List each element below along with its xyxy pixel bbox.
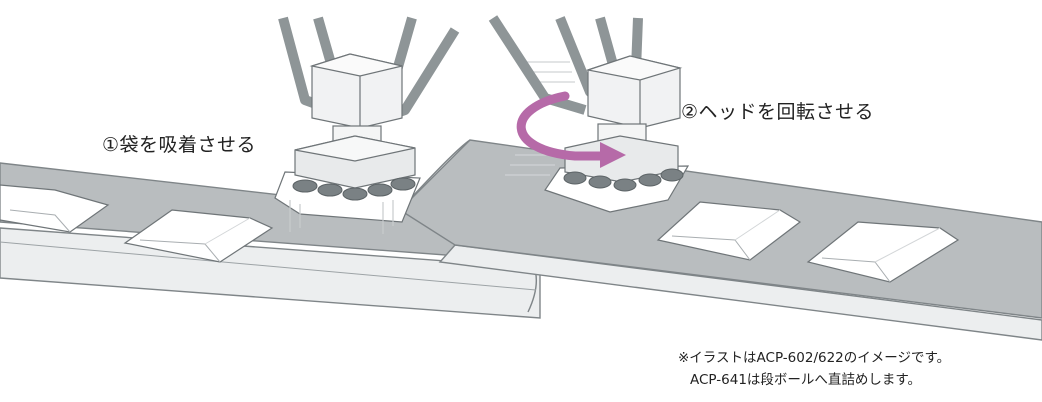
bag [806, 221, 960, 283]
left-conveyor-side [0, 227, 541, 319]
bag [0, 184, 110, 233]
illustration-note-line1: ※イラストはACP-602/622のイメージです。 [678, 350, 951, 366]
right-conveyor-side [438, 244, 1042, 341]
bag [123, 209, 274, 263]
rotation-arrow [516, 91, 615, 161]
robot-head-2 [488, 15, 690, 213]
bag [656, 201, 802, 261]
rotation-arrowhead [600, 142, 626, 168]
robot-head-1 [274, 16, 460, 234]
step1-label: ①袋を吸着させる [102, 134, 257, 156]
step2-label: ②ヘッドを回転させる [681, 101, 875, 123]
left-conveyor [0, 162, 542, 319]
illustration-note-line2: ACP-641は段ボールへ直詰めします。 [690, 372, 922, 388]
